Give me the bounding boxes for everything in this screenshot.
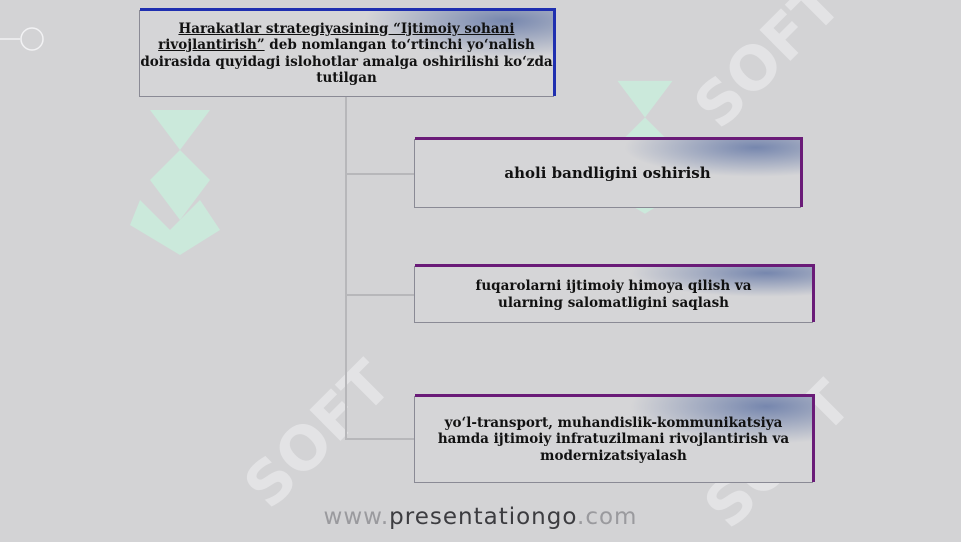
- connector-branch-2: [345, 294, 414, 296]
- connector-branch-1: [345, 173, 414, 175]
- slide-edge-circle-icon: [0, 27, 44, 51]
- watermark-logo-left: [130, 110, 220, 255]
- reform-item-1-text: aholi bandligini oshirish: [504, 164, 711, 183]
- reform-item-2-text: fuqarolarni ijtimoiy himoya qilish va ul…: [475, 278, 752, 311]
- connector-trunk: [345, 97, 347, 440]
- header-text: Harakatlar strategiyasining “Ijtimoiy so…: [140, 21, 553, 87]
- connector-branch-3: [345, 438, 414, 440]
- site-name: presentationgo: [389, 504, 578, 530]
- site-watermark: www.presentationgo.com: [0, 504, 961, 530]
- reform-item-1: aholi bandligini oshirish: [414, 137, 803, 208]
- site-prefix: www.: [323, 504, 390, 530]
- reform-item-3-text: yo‘l-transport, muhandislik-kommunikatsi…: [437, 414, 790, 464]
- header-box: Harakatlar strategiyasining “Ijtimoiy so…: [139, 8, 556, 97]
- watermark-text-bottom-left: SOFT: [231, 347, 406, 523]
- watermark-text-top: SOFT: [681, 0, 856, 143]
- reform-item-3: yo‘l-transport, muhandislik-kommunikatsi…: [414, 394, 815, 483]
- site-suffix: .com: [577, 504, 638, 530]
- reform-item-2: fuqarolarni ijtimoiy himoya qilish va ul…: [414, 264, 815, 323]
